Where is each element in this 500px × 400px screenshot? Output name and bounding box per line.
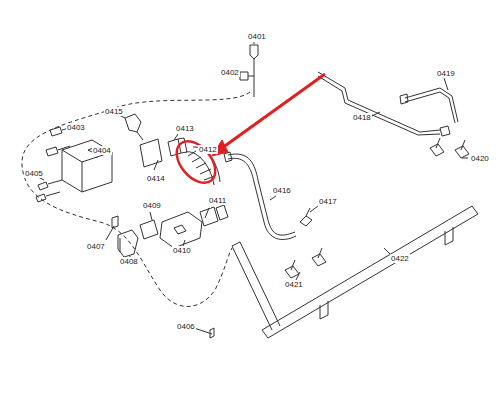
callout-number: 0406 — [176, 322, 196, 331]
regulator — [160, 212, 202, 248]
callout-number: 0415 — [104, 107, 124, 116]
gas-pipe — [228, 154, 296, 239]
leader-line — [38, 42, 468, 334]
gas-pipe — [318, 72, 440, 135]
callout-number: 0422 — [390, 254, 410, 263]
callout-number: 0421 — [284, 280, 304, 289]
callout-number: 0404 — [92, 146, 112, 155]
elbow-inlet — [118, 230, 138, 257]
callout-number: 0409 — [142, 201, 162, 210]
elbow-fitting — [125, 114, 143, 140]
callout-number: 0414 — [146, 174, 166, 183]
callout-number: 0410 — [172, 246, 192, 255]
callout-number: 0412 — [198, 145, 218, 154]
callout-number: 0405 — [24, 169, 44, 178]
callout-number: 0419 — [436, 69, 456, 78]
fitting — [250, 45, 258, 97]
callout-number: 0407 — [86, 242, 106, 251]
valve-block — [62, 140, 112, 192]
pipe-nut — [440, 126, 450, 136]
burner-valve — [430, 138, 469, 158]
callout-number: 0420 — [470, 154, 490, 163]
callout-number: 0401 — [247, 32, 267, 41]
highlight-arrow — [222, 74, 325, 148]
pipe-nut — [224, 152, 232, 162]
callout-number: 0403 — [66, 123, 86, 132]
gasket — [140, 139, 162, 167]
elbow — [240, 72, 254, 80]
burner-frame — [232, 206, 478, 338]
gas-pipe — [405, 88, 458, 123]
small-screw — [210, 328, 214, 338]
callout-number: 0417 — [318, 197, 338, 206]
connector — [112, 216, 118, 228]
burner-valve — [285, 248, 326, 278]
pipe-nut — [400, 94, 408, 104]
fitting — [300, 208, 312, 226]
callout-number: 0413 — [175, 124, 195, 133]
callout-number: 0402 — [220, 68, 240, 77]
highlight-circle — [169, 134, 223, 190]
union — [200, 205, 228, 226]
callout-number: 0418 — [352, 113, 372, 122]
screw — [36, 180, 62, 202]
frame-foot — [320, 227, 453, 319]
callout-number: 0408 — [119, 257, 139, 266]
callout-number: 0416 — [272, 186, 292, 195]
group-outline — [22, 92, 250, 307]
callout-number: 0411 — [208, 196, 227, 205]
adapter — [140, 220, 158, 239]
